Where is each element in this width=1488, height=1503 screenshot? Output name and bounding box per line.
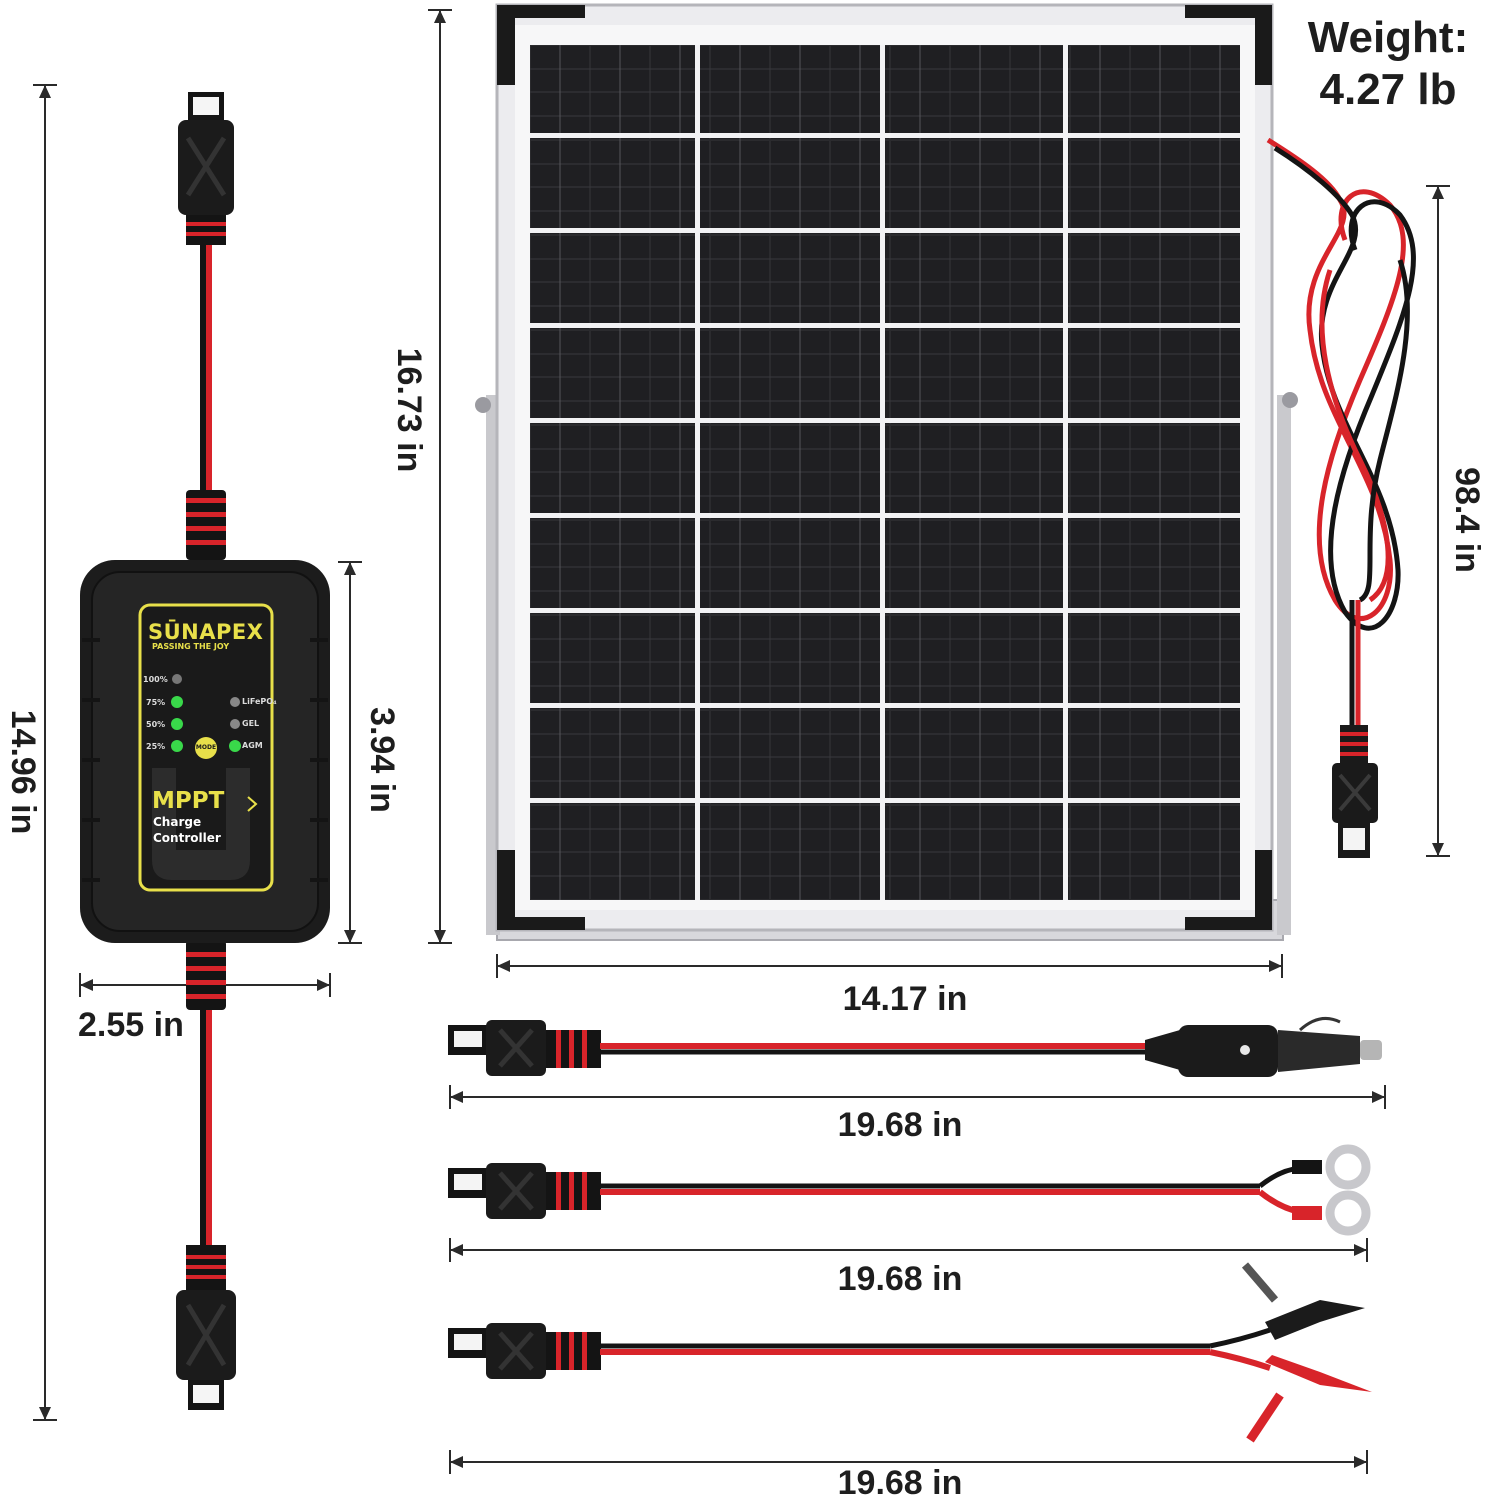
ring-cable-length-label: 19.68 in (837, 1260, 963, 1298)
weight-value: 4.27 lb (1319, 65, 1457, 114)
controller-width-label: 2.55 in (78, 1006, 184, 1044)
battery-type-gel: GEL (242, 719, 260, 728)
level-75: 75% (146, 698, 166, 707)
controller-title: MPPT (152, 788, 225, 814)
dimension-lines (33, 9, 1450, 1474)
controller-body-height-label: 3.94 in (363, 707, 401, 813)
solar-panel (475, 3, 1298, 941)
level-100: 100% (143, 675, 168, 684)
panel-sae-connector (1332, 725, 1378, 858)
battery-type-agm: AGM (242, 741, 263, 750)
cable-alligator-clips (448, 1262, 1372, 1443)
controller-tagline: PASSING THE JOY (152, 642, 230, 651)
panel-cable-coil (1266, 137, 1416, 730)
panel-height-label: 16.73 in (390, 347, 428, 473)
cigarette-cable-length-label: 19.68 in (837, 1106, 963, 1144)
panel-width-label: 14.17 in (842, 980, 968, 1018)
battery-type-lifepo4: LiFePO₄ (242, 697, 277, 706)
controller-brand: SŪNAPEX (148, 620, 264, 644)
cable-ring-terminals (448, 1144, 1371, 1236)
controller-cable (176, 92, 236, 1410)
panel-cable-length-label: 98.4 in (1448, 467, 1486, 573)
level-25: 25% (146, 742, 166, 751)
weight-title: Weight: (1307, 13, 1469, 62)
dimension-arrowheads (39, 10, 1444, 1468)
controller-subtitle-1: Charge (153, 815, 202, 829)
controller-body (80, 560, 330, 943)
cable-cigarette-lighter (448, 1016, 1382, 1077)
clip-cable-length-label: 19.68 in (837, 1464, 963, 1502)
mode-button[interactable]: MODE (195, 744, 217, 751)
controller-subtitle-2: Controller (153, 831, 221, 845)
controller-total-height-label: 14.96 in (4, 709, 42, 835)
weight-label: Weight: 4.27 lb (1292, 12, 1484, 116)
level-50: 50% (146, 720, 166, 729)
